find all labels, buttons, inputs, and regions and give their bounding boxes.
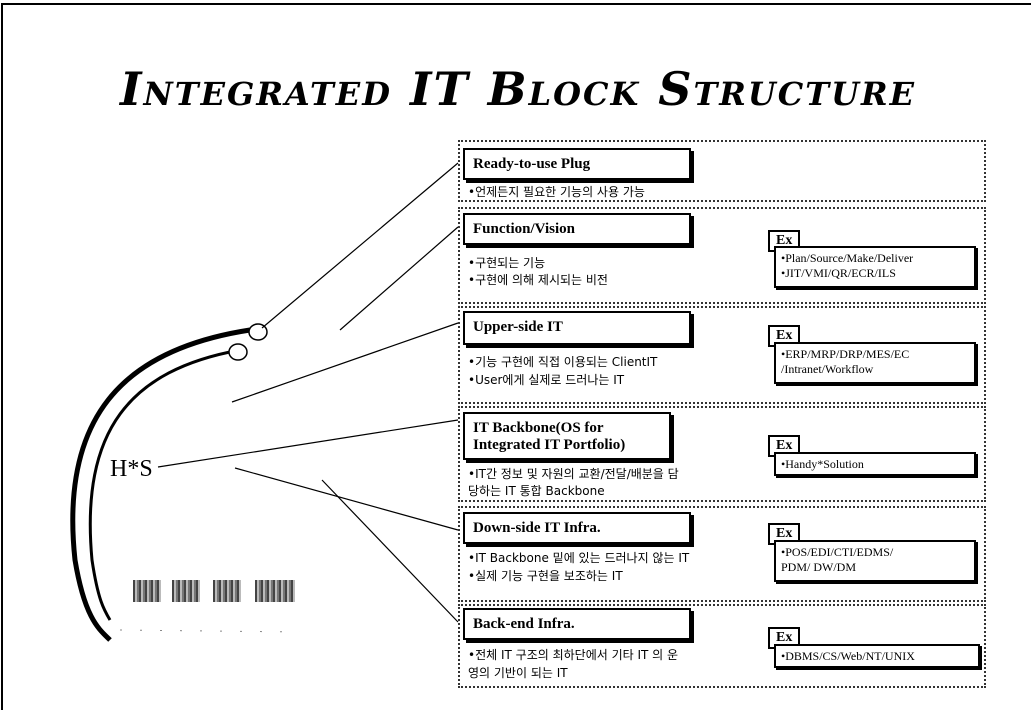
line-downside xyxy=(234,467,459,531)
section-back-end xyxy=(458,604,986,688)
example-item: •Plan/Source/Make/Deliver xyxy=(781,251,914,265)
section-backend-header: Back-end Infra. xyxy=(463,608,691,640)
section-upper-desc-1: •기능 구현에 직접 이용되는 ClientIT xyxy=(468,355,658,369)
section-down-side xyxy=(458,506,986,602)
section-ready-header: Ready-to-use Plug xyxy=(463,148,691,180)
hs-label: H*S xyxy=(110,456,153,482)
example-item: PDM/ DW/DM xyxy=(781,560,857,574)
example-item: •DBMS/CS/Web/NT/UNIX xyxy=(781,649,915,663)
line-backend xyxy=(321,479,459,623)
section-function-desc-2: •구현에 의해 제시되는 비전 xyxy=(468,273,608,287)
section-upper-desc-2: •User에게 실제로 드러나는 IT xyxy=(468,373,625,387)
section-backend-desc-2: 영의 기반이 되는 IT xyxy=(468,666,568,680)
plug-cable-inner xyxy=(88,348,241,621)
slide-title: Integrated IT Block Structure xyxy=(120,62,916,116)
line-ready xyxy=(261,162,459,329)
texture-block-1 xyxy=(133,580,161,602)
section-ready-to-use xyxy=(458,140,986,202)
section-backend-examples: •DBMS/CS/Web/NT/UNIX xyxy=(774,644,980,668)
texture-block-4 xyxy=(255,580,295,602)
texture-block-3 xyxy=(213,580,241,602)
section-function-vision xyxy=(458,207,986,304)
section-downside-examples: •POS/EDI/CTI/EDMS/ PDM/ DW/DM xyxy=(774,540,976,582)
section-function-desc-1: •구현되는 기능 xyxy=(468,256,546,270)
slide-frame xyxy=(1,3,1031,710)
example-item: •POS/EDI/CTI/EDMS/ xyxy=(781,545,894,559)
section-backbone-desc-2: 당하는 IT 통합 Backbone xyxy=(468,484,605,498)
section-it-backbone xyxy=(458,406,986,502)
plug-connector-2 xyxy=(228,343,248,361)
line-upper xyxy=(231,322,459,403)
section-function-header: Function/Vision xyxy=(463,213,691,245)
section-upper-examples: •ERP/MRP/DRP/MES/EC /Intranet/Workflow xyxy=(774,342,976,384)
section-ready-desc-1: •언제든지 필요한 기능의 사용 가능 xyxy=(468,185,645,199)
section-downside-header: Down-side IT Infra. xyxy=(463,512,691,544)
texture-block-2 xyxy=(172,580,200,602)
example-item: •ERP/MRP/DRP/MES/EC xyxy=(781,347,910,361)
section-upper-side xyxy=(458,306,986,404)
example-item: •Handy*Solution xyxy=(781,457,864,471)
section-function-examples: •Plan/Source/Make/Deliver •JIT/VMI/QR/EC… xyxy=(774,246,976,288)
example-item: /Intranet/Workflow xyxy=(781,362,874,376)
line-backbone xyxy=(157,419,459,468)
section-backbone-examples: •Handy*Solution xyxy=(774,452,976,476)
example-item: •JIT/VMI/QR/ECR/ILS xyxy=(781,266,896,280)
section-backbone-header: IT Backbone(OS for Integrated IT Portfol… xyxy=(463,412,671,460)
section-upper-header: Upper-side IT xyxy=(463,311,691,345)
section-backend-desc-1: •전체 IT 구조의 최하단에서 기타 IT 의 운 xyxy=(468,648,679,662)
section-backbone-desc-1: •IT간 정보 및 자원의 교환/전달/배분을 담 xyxy=(468,467,679,481)
plug-cable xyxy=(70,327,251,642)
faint-dots xyxy=(119,629,301,633)
section-downside-desc-2: •실제 기능 구현을 보조하는 IT xyxy=(468,569,623,583)
line-function xyxy=(339,226,459,331)
section-downside-desc-1: •IT Backbone 밑에 있는 드러나지 않는 IT xyxy=(468,551,690,565)
